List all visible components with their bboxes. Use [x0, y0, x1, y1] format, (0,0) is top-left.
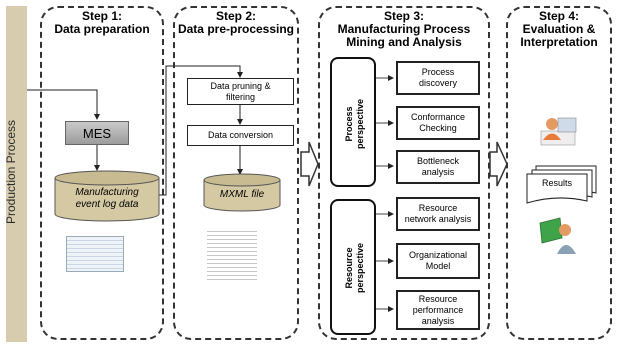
process-perspective-box: Process perspective	[330, 57, 376, 187]
process-perspective-label: Process perspective	[344, 98, 365, 150]
block-arrow-step2-to-step3	[300, 141, 319, 187]
data-conversion-box: Data conversion	[187, 125, 294, 146]
results-stack	[526, 165, 597, 204]
resource-perspective-box: Resource perspective	[330, 199, 376, 335]
resource-perspective-label: Resource perspective	[344, 242, 365, 294]
person-presenter-illustration	[539, 217, 576, 254]
resource-performance-analysis-box: Resource performance analysis	[396, 290, 480, 330]
organizational-model-box: Organizational Model	[396, 243, 480, 279]
step-1-panel	[40, 6, 164, 340]
bottleneck-analysis-box: Bottleneck analysis	[396, 150, 480, 184]
step-1-title: Step 1: Data preparation	[54, 9, 150, 36]
mxml-text-thumbnail	[207, 228, 257, 282]
step-2-panel	[173, 6, 299, 340]
mxml-file-label: MXML file	[219, 189, 265, 200]
mes-box: MES	[65, 121, 129, 145]
step-3-title: Step 3: Manufacturing Process Mining and…	[337, 9, 471, 49]
person-analyst-illustration	[540, 117, 577, 146]
mxml-cylinder	[203, 173, 281, 212]
results-label: Results	[541, 178, 572, 188]
resource-network-analysis-box: Resource network analysis	[396, 197, 480, 231]
step-2-title: Step 2: Data pre-processing	[177, 9, 295, 36]
process-discovery-box: Process discovery	[396, 61, 480, 95]
event-log-table-thumbnail	[66, 236, 124, 272]
production-process-bar	[6, 6, 27, 342]
block-arrow-step3-to-step4	[489, 141, 508, 187]
step-3-panel	[318, 6, 490, 340]
step-4-panel	[506, 6, 612, 340]
conformance-checking-box: Conformance Checking	[396, 106, 480, 140]
event-log-label: Manufacturing event log data	[75, 187, 139, 210]
data-pruning-box: Data pruning & filtering	[187, 78, 294, 105]
arrow-production-to-mes	[27, 89, 100, 120]
event-log-cylinder	[54, 170, 160, 222]
step-4-title: Step 4: Evaluation & Interpretation	[520, 9, 598, 49]
